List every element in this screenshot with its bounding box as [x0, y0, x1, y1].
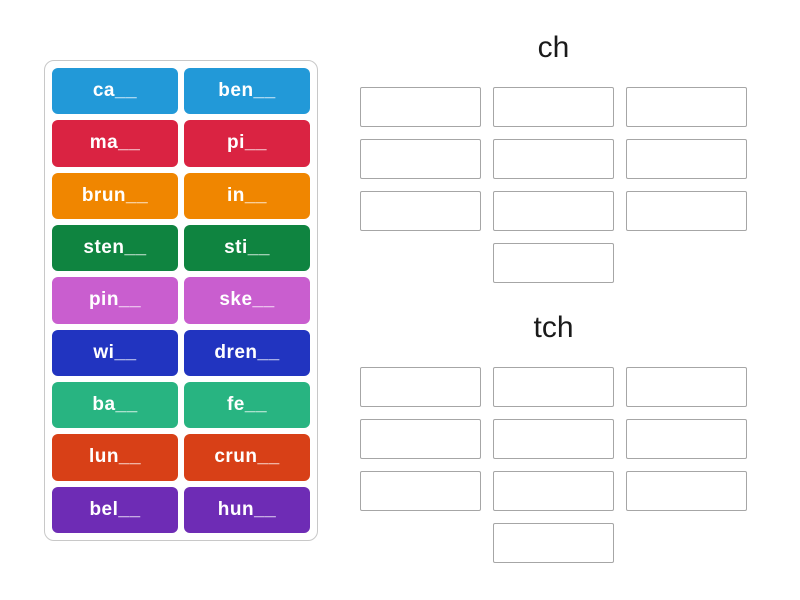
word-tile[interactable]: sten__: [52, 224, 178, 272]
word-tile[interactable]: ben__: [184, 68, 310, 115]
drop-slot[interactable]: [360, 471, 481, 511]
drop-slot[interactable]: [493, 87, 614, 127]
drop-slot[interactable]: [626, 191, 747, 231]
word-tile[interactable]: dren__: [184, 329, 310, 376]
word-bank: ca__ben__ma__pi__brun__in__sten__sti__pi…: [44, 60, 318, 541]
slot-grid-tch: [360, 367, 747, 563]
drop-slot[interactable]: [493, 523, 614, 563]
word-tile[interactable]: ske__: [184, 277, 310, 324]
drop-slot[interactable]: [493, 139, 614, 179]
drop-slot[interactable]: [360, 367, 481, 407]
drop-slot[interactable]: [626, 139, 747, 179]
word-tile[interactable]: fe__: [184, 381, 310, 429]
drop-slot[interactable]: [626, 419, 747, 459]
word-tile[interactable]: in__: [184, 172, 310, 219]
word-tile[interactable]: ba__: [52, 381, 178, 429]
drop-slot[interactable]: [626, 87, 747, 127]
drop-slot[interactable]: [493, 471, 614, 511]
drop-slot[interactable]: [626, 471, 747, 511]
drop-slot[interactable]: [493, 191, 614, 231]
drop-slot[interactable]: [360, 139, 481, 179]
drop-slot[interactable]: [360, 191, 481, 231]
word-tile[interactable]: hun__: [184, 486, 310, 533]
word-tile[interactable]: pin__: [52, 277, 178, 324]
drop-slot[interactable]: [360, 419, 481, 459]
word-tile[interactable]: ca__: [52, 68, 178, 115]
word-tile[interactable]: sti__: [184, 224, 310, 272]
slot-grid-ch: [360, 87, 747, 283]
word-tile[interactable]: pi__: [184, 120, 310, 167]
word-tile[interactable]: bel__: [52, 486, 178, 533]
drop-slot[interactable]: [360, 87, 481, 127]
drop-slot[interactable]: [493, 367, 614, 407]
group-ch: ch: [360, 30, 747, 283]
word-tile[interactable]: crun__: [184, 434, 310, 481]
drop-slot[interactable]: [493, 243, 614, 283]
group-title-tch: tch: [533, 311, 574, 344]
word-tile[interactable]: wi__: [52, 329, 178, 376]
group-tch: tch: [360, 310, 747, 563]
drop-slot[interactable]: [626, 367, 747, 407]
word-tile[interactable]: ma__: [52, 120, 178, 167]
drop-slot[interactable]: [493, 419, 614, 459]
group-title-ch: ch: [537, 31, 570, 64]
word-tile[interactable]: lun__: [52, 434, 178, 481]
word-tile[interactable]: brun__: [52, 172, 178, 219]
